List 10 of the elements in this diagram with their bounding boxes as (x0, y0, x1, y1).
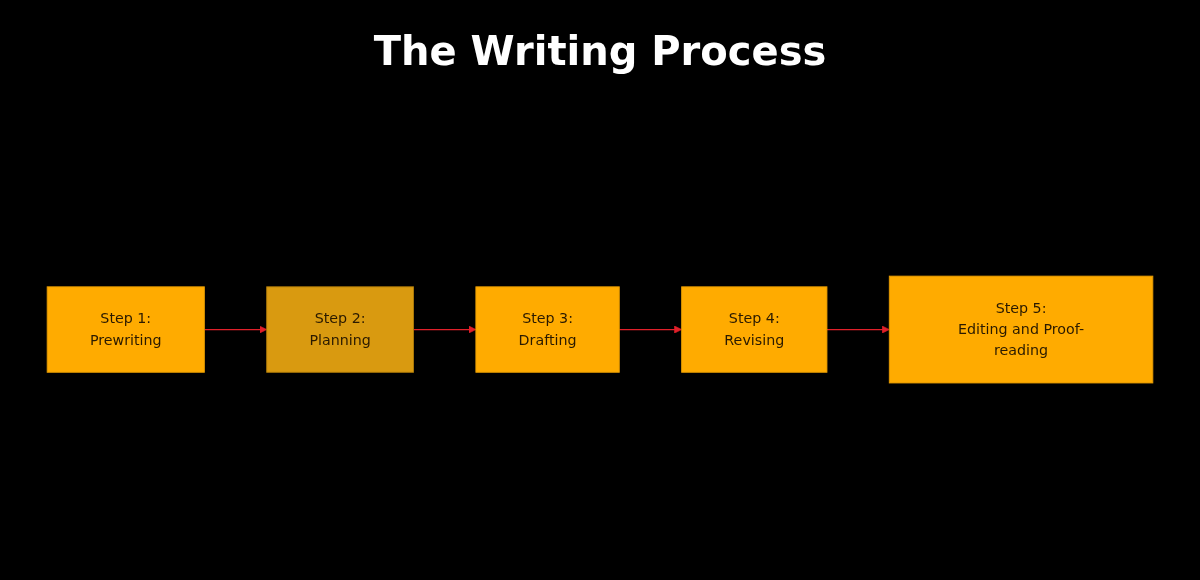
node-box: Step 4: Revising (681, 286, 828, 374)
node-box: Step 2: Planning (266, 286, 414, 374)
title: The Writing Process (373, 28, 827, 74)
node-box: Step 3: Drafting (475, 286, 620, 374)
arrow (412, 326, 477, 334)
arrow (618, 326, 682, 334)
arrow (826, 326, 890, 334)
node-box: Step 5: Editing and Proof-reading (888, 276, 1154, 384)
node-box: Step 1: Prewriting (46, 286, 205, 374)
arrow (203, 326, 268, 334)
